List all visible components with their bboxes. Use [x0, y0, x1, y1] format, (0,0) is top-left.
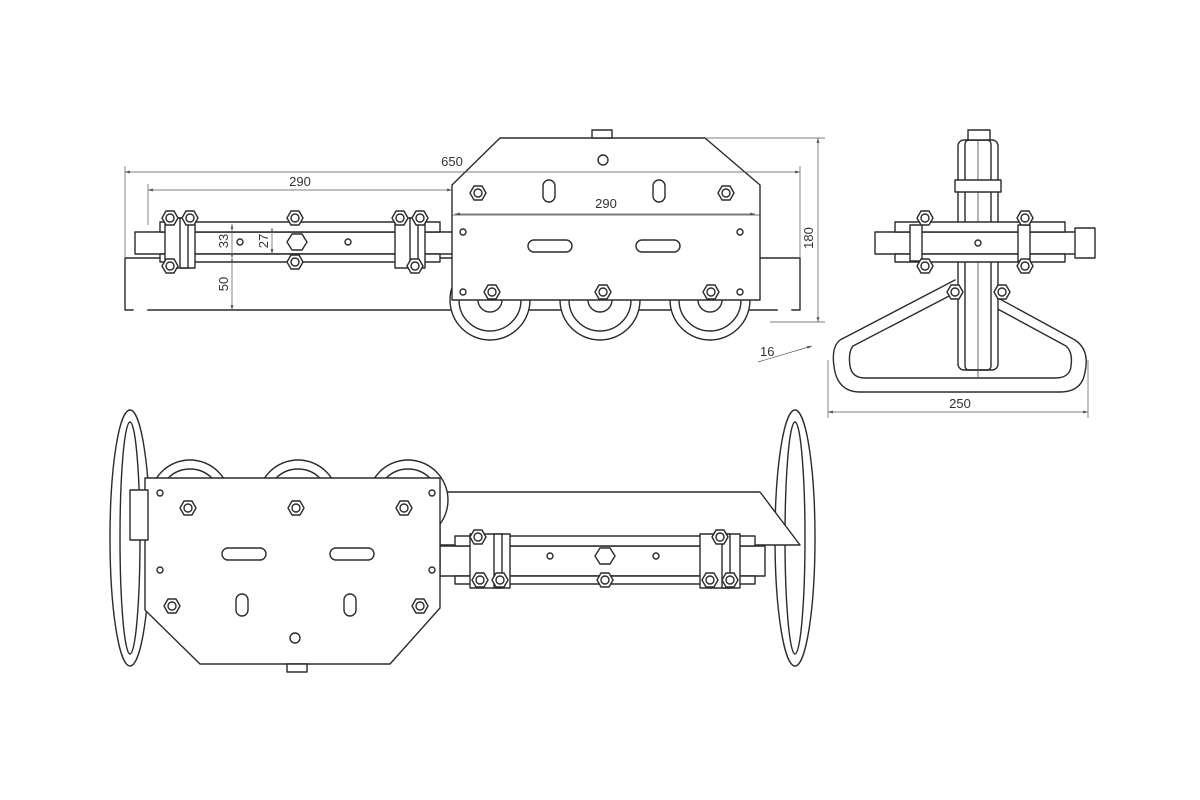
right-handle — [768, 268, 812, 392]
hex-bolt-top — [594, 547, 616, 565]
svg-text:27: 27 — [256, 234, 271, 248]
dim-overall-length: 650 — [124, 154, 801, 258]
svg-text:33: 33 — [216, 234, 231, 248]
axle-bar — [874, 231, 1086, 255]
top-view — [109, 409, 816, 673]
dim-width-end: 250 — [827, 360, 1089, 418]
svg-text:650: 650 — [441, 154, 463, 169]
dim-gap-33: 33 — [216, 224, 234, 258]
main-plate-top — [144, 477, 441, 665]
dim-span-plate: 290 — [455, 196, 755, 216]
dim-span-top: 290 — [147, 174, 452, 225]
triangle-handle — [832, 279, 1087, 393]
dim-offset-50: 50 — [216, 258, 234, 310]
svg-text:290: 290 — [595, 196, 617, 211]
main-plate-front — [451, 137, 761, 301]
svg-text:50: 50 — [216, 277, 231, 291]
dim-height-total: 180 — [705, 137, 825, 323]
front-view: 650 290 290 180 33 27 50 — [113, 129, 825, 392]
svg-text:290: 290 — [289, 174, 311, 189]
svg-text:180: 180 — [801, 227, 816, 249]
dim-gap-27: 27 — [256, 228, 274, 254]
dim-tube-diameter: 16 — [757, 344, 813, 363]
left-handle — [113, 268, 157, 392]
svg-text:250: 250 — [949, 396, 971, 411]
svg-text:16: 16 — [760, 344, 774, 359]
side-view: 250 — [827, 129, 1096, 418]
hex-bolt-front — [286, 233, 308, 251]
